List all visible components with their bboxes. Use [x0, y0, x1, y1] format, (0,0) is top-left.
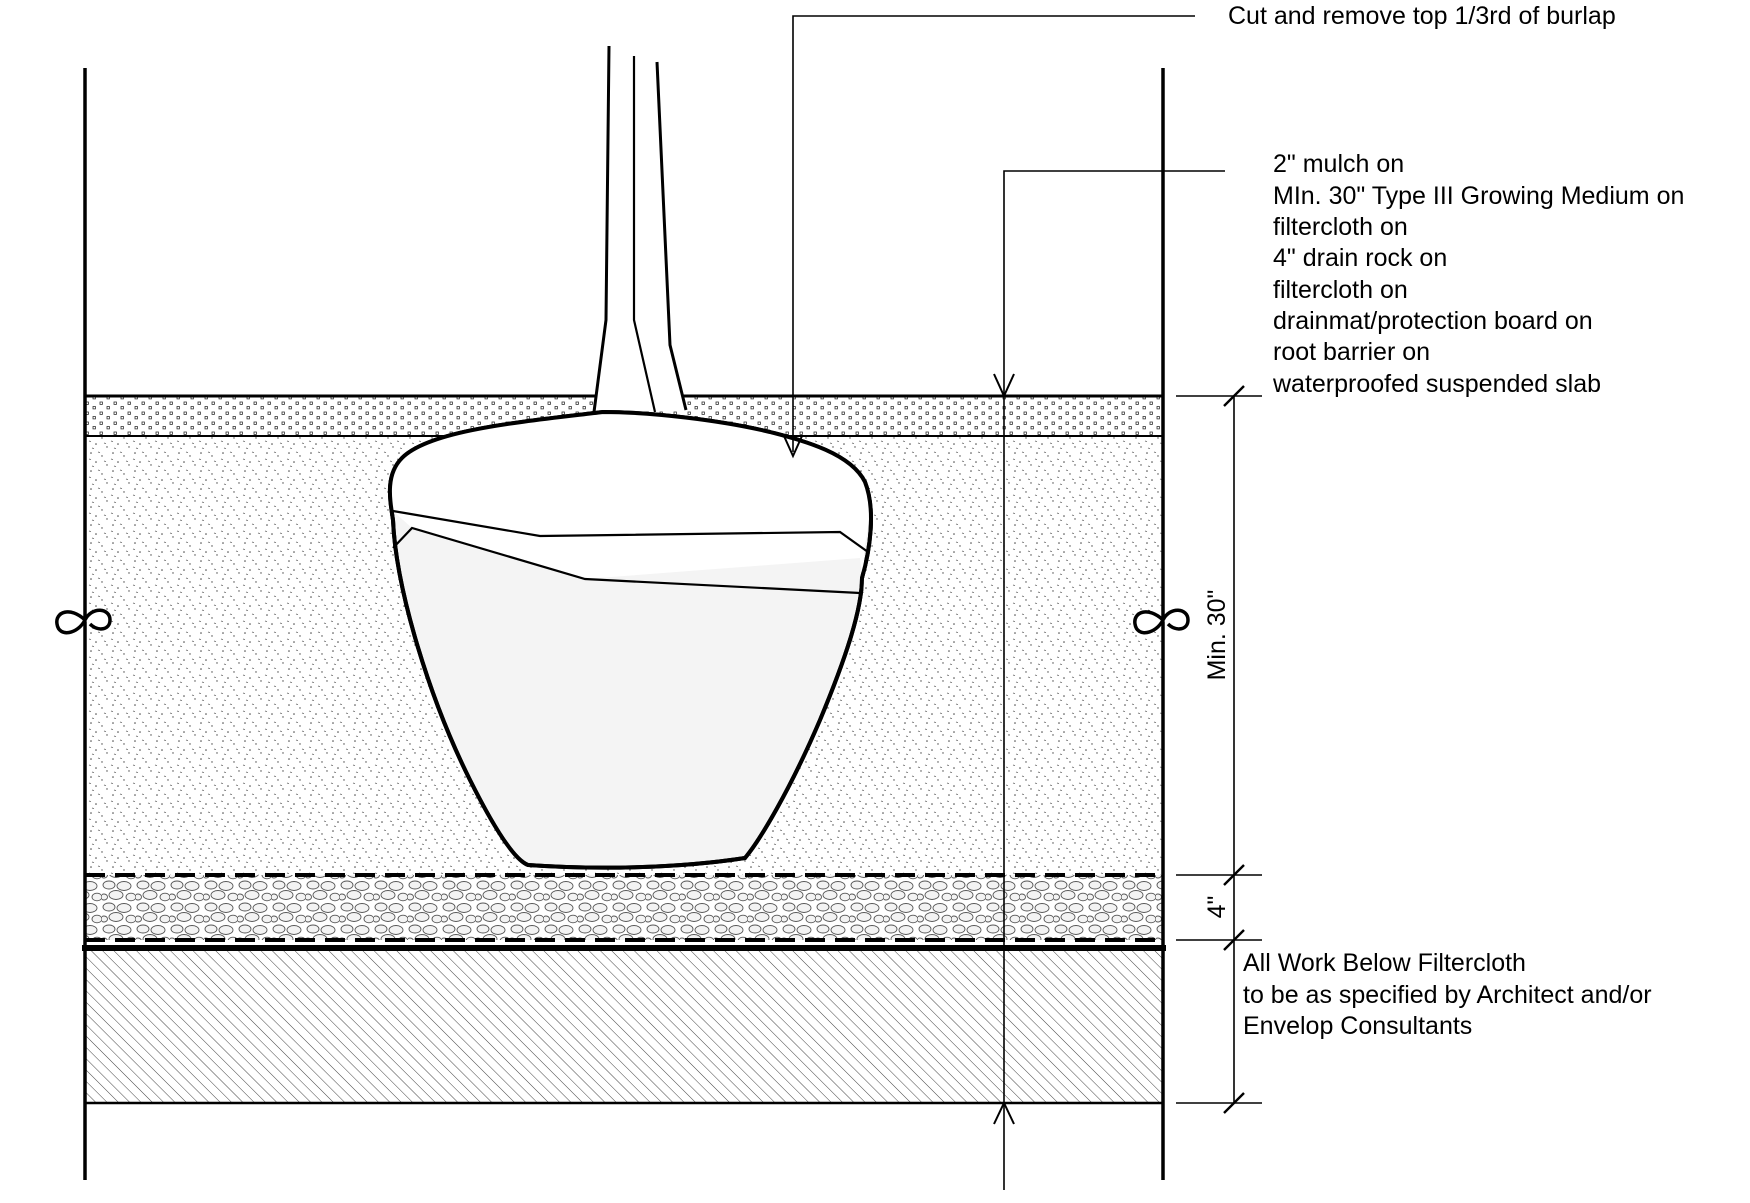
- tick-top: [1223, 385, 1245, 407]
- layer-label-2: MIn. 30" Type III Growing Medium on: [1273, 182, 1684, 210]
- layer-label-8: waterproofed suspended slab: [1272, 370, 1601, 398]
- layer-label-1: 2" mulch on: [1273, 150, 1404, 178]
- right-break-symbol: [1133, 608, 1190, 635]
- tick-rock-bottom: [1223, 929, 1245, 951]
- layer-stack-arrow-top: [993, 373, 1015, 399]
- burlap-leader-arrow: [783, 435, 803, 459]
- trunk-line-mid: [632, 56, 657, 413]
- note-line-3: Envelop Consultants: [1243, 1012, 1472, 1040]
- tick-rock-top: [1223, 864, 1245, 886]
- note-line-2: to be as specified by Architect and/or: [1243, 981, 1652, 1009]
- layer-label-7: root barrier on: [1273, 338, 1430, 366]
- drain-rock-layer: [85, 875, 1163, 940]
- layer-stack-arrow-bottom: [993, 1100, 1015, 1125]
- layer-label-3: filtercloth on: [1273, 213, 1408, 241]
- layer-label-5: filtercloth on: [1273, 276, 1408, 304]
- trunk-line-left: [592, 45, 611, 413]
- tick-slab-bottom: [1223, 1092, 1245, 1114]
- note-line-1: All Work Below Filtercloth: [1243, 949, 1526, 977]
- trunk-line-right: [655, 61, 688, 411]
- layer-label-6: drainmat/protection board on: [1273, 307, 1593, 335]
- layer-stack-leader: [1003, 170, 1225, 1190]
- dimension-4-inch: 4": [1203, 896, 1231, 919]
- burlap-callout: Cut and remove top 1/3rd of burlap: [1228, 2, 1616, 30]
- left-break-symbol: [55, 608, 112, 635]
- root-ball-outline: [387, 409, 873, 870]
- dimension-min-30: Min. 30": [1203, 590, 1231, 681]
- tree-trunk: [594, 48, 686, 412]
- burlap-leader: [792, 15, 1195, 452]
- burlap-cut-line-upper: [392, 509, 869, 553]
- burlap-cut-line-lower: [392, 526, 861, 595]
- layer-label-4: 4" drain rock on: [1273, 244, 1447, 272]
- burlap-top: [390, 412, 870, 595]
- slab-layer: [85, 948, 1163, 1103]
